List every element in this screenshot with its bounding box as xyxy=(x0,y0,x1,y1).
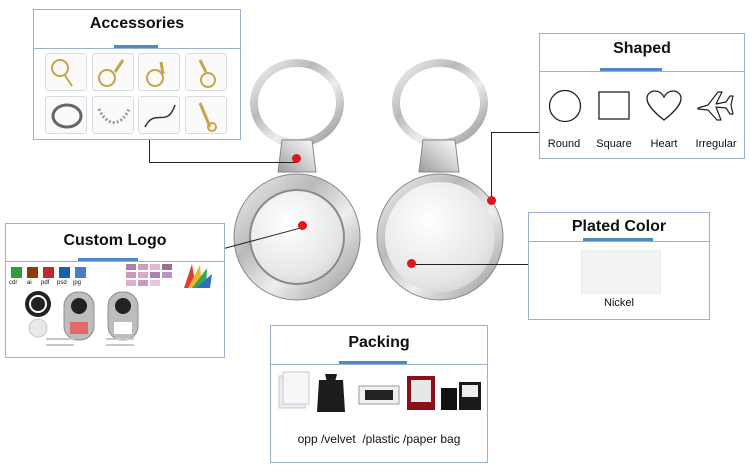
shaped-marker xyxy=(487,196,496,205)
shaped-leader-v xyxy=(491,132,492,200)
accessories-title: Accessories xyxy=(89,15,185,32)
logo-sample-tags xyxy=(25,291,139,341)
color-fan-icon xyxy=(184,264,212,288)
shaped-divider xyxy=(540,71,744,72)
plated-leader-h xyxy=(413,264,528,265)
packing-title: Packing xyxy=(348,334,410,351)
nickel-swatch xyxy=(581,250,661,294)
packing-divider xyxy=(271,364,487,365)
accessory-ball-chain xyxy=(92,96,134,134)
heart-icon xyxy=(646,90,682,121)
plated-color-label: Nickel xyxy=(604,297,634,309)
custom-logo-divider xyxy=(6,261,224,262)
shaped-panel: Shaped Round Square Heart Irregular xyxy=(539,33,745,159)
file-type-label-pdf: pdf xyxy=(41,280,50,286)
custom-logo-marker xyxy=(298,221,307,230)
packaging-images xyxy=(278,371,481,412)
pantone-swatches xyxy=(126,264,172,286)
packing-panel: Packing opp /velvet /plastic /paper bag xyxy=(270,325,488,463)
shaped-leader-h xyxy=(491,132,539,133)
plated-color-panel: Plated Color Nickel xyxy=(528,212,710,320)
custom-logo-accent-bar xyxy=(78,258,138,262)
airplane-icon xyxy=(697,91,734,121)
shape-label-heart: Heart xyxy=(650,138,678,150)
accessory-lanyard-cord xyxy=(138,96,180,134)
packing-accent-bar xyxy=(339,361,407,365)
accessories-marker xyxy=(292,154,301,163)
file-type-icons xyxy=(11,267,86,278)
file-type-label-jpg: jpg xyxy=(73,280,82,286)
accessory-carabiner xyxy=(185,96,227,134)
circle-icon xyxy=(548,89,582,123)
accessory-split-ring xyxy=(45,96,87,134)
file-type-label-ai: ai xyxy=(27,280,32,286)
custom-logo-title: Custom Logo xyxy=(63,232,167,249)
accessories-divider xyxy=(34,48,240,49)
shape-label-round: Round xyxy=(547,138,581,150)
shape-label-square: Square xyxy=(596,138,632,150)
plated-color-marker xyxy=(407,259,416,268)
plated-color-accent-bar xyxy=(583,238,653,242)
square-icon xyxy=(598,91,630,120)
accessory-snap-hook xyxy=(185,53,227,91)
plated-color-title: Plated Color xyxy=(571,218,667,235)
shape-label-irregular: Irregular xyxy=(695,138,737,150)
accessory-keyring-lobster xyxy=(45,53,87,91)
packing-caption: opp /velvet /plastic /paper bag xyxy=(297,432,461,446)
accessories-leader-h xyxy=(149,162,297,163)
plated-color-divider xyxy=(529,241,709,242)
logo-legend-lines xyxy=(46,336,146,350)
accessory-keyring-clasp xyxy=(92,53,134,91)
file-type-label-psd: psd xyxy=(57,280,67,286)
file-type-label-cdr: cdr xyxy=(9,280,18,286)
accessories-accent-bar xyxy=(114,45,158,49)
custom-logo-panel: Custom Logo cdr ai pdf psd jpg xyxy=(5,223,225,358)
shaped-accent-bar xyxy=(600,68,662,72)
accessories-panel: Accessories xyxy=(33,9,241,140)
shaped-title: Shaped xyxy=(613,40,671,57)
accessories-leader-v xyxy=(149,140,150,163)
accessory-swivel-hook xyxy=(138,53,180,91)
